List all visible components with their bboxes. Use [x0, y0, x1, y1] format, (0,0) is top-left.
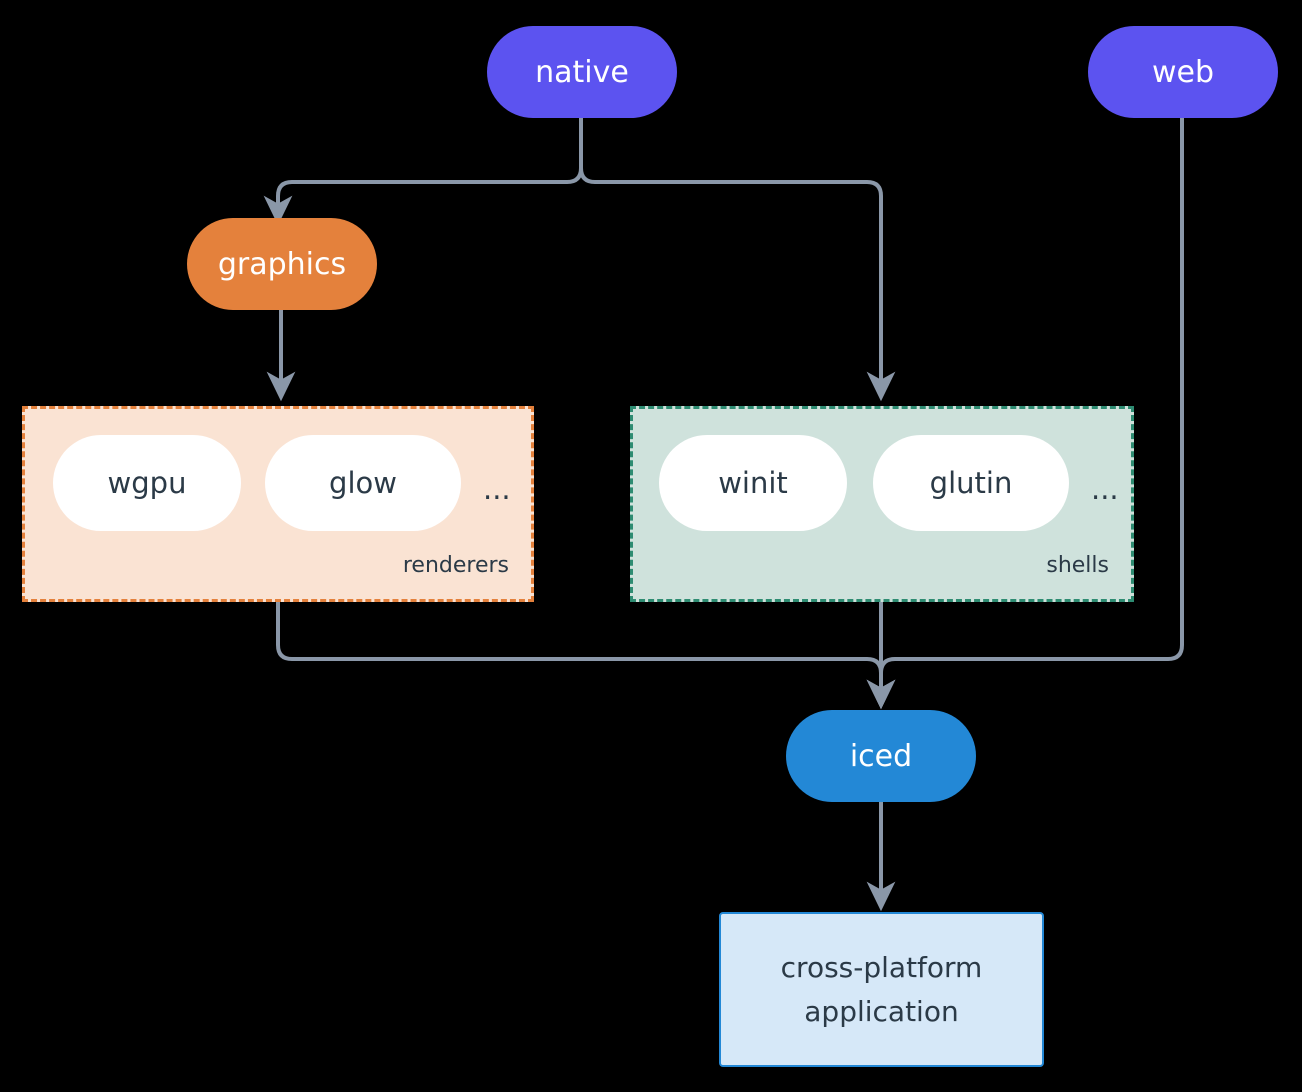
node-iced[interactable]: iced	[786, 710, 976, 802]
node-graphics[interactable]: graphics	[187, 218, 377, 310]
group-renderers-label: renderers	[402, 553, 509, 578]
node-web[interactable]: web	[1088, 26, 1278, 118]
leaf-wgpu[interactable]: wgpu	[53, 435, 241, 531]
leaf-winit-label: winit	[718, 466, 788, 500]
group-renderers: wgpu glow ... renderers	[22, 406, 534, 602]
leaf-wgpu-label: wgpu	[107, 466, 187, 500]
node-application[interactable]: cross-platform application	[719, 912, 1044, 1067]
leaf-glow-label: glow	[329, 466, 397, 500]
node-iced-label: iced	[849, 738, 913, 774]
leaf-winit[interactable]: winit	[659, 435, 847, 531]
renderers-more-ellipsis: ...	[483, 472, 511, 506]
application-label-line1: cross-platform	[780, 951, 983, 985]
edge-renderers-to-iced	[276, 600, 896, 710]
node-web-label: web	[1151, 54, 1215, 90]
edge-native-to-shells	[579, 116, 896, 402]
node-graphics-label: graphics	[217, 246, 347, 282]
group-shells-label: shells	[1046, 553, 1109, 578]
group-shells: winit glutin ... shells	[630, 406, 1134, 602]
shells-more-ellipsis: ...	[1091, 472, 1119, 506]
leaf-glutin[interactable]: glutin	[873, 435, 1069, 531]
node-native-label: native	[535, 54, 629, 90]
application-label-line2: application	[804, 994, 959, 1028]
edge-native-to-graphics	[263, 116, 583, 226]
node-native[interactable]: native	[487, 26, 677, 118]
leaf-glutin-label: glutin	[929, 466, 1013, 500]
leaf-glow[interactable]: glow	[265, 435, 461, 531]
